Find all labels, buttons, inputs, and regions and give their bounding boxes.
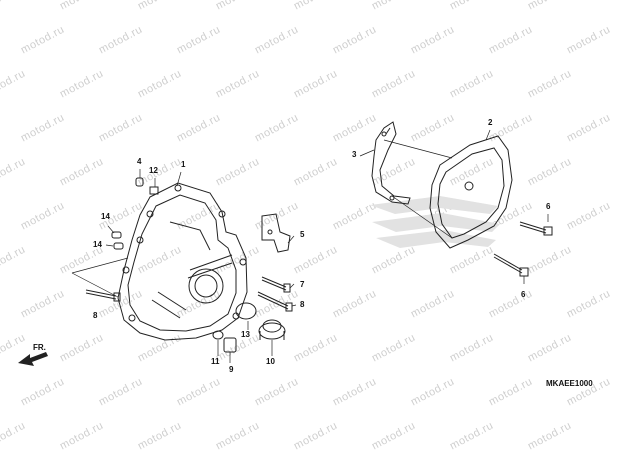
- callout-7: 7: [300, 280, 305, 289]
- leader-lines-left: [71, 169, 297, 363]
- leader-lines-right: [359, 129, 549, 284]
- honda-wing-logo: [370, 196, 500, 248]
- callout-8-right: 8: [300, 300, 305, 309]
- callout-5: 5: [300, 230, 305, 239]
- callout-13: 13: [241, 330, 250, 339]
- callout-4: 4: [137, 157, 142, 166]
- callout-6-upper: 6: [546, 202, 551, 211]
- callout-11: 11: [211, 357, 220, 366]
- callout-1: 1: [181, 160, 186, 169]
- right-cover-parts: [371, 121, 553, 277]
- callout-12: 12: [149, 166, 158, 175]
- callout-6-lower: 6: [521, 290, 526, 299]
- callout-9: 9: [229, 365, 234, 374]
- front-direction-arrow: [18, 352, 48, 366]
- direction-label: FR.: [33, 343, 46, 352]
- callout-2: 2: [488, 118, 493, 127]
- diagram-code: MKAEE1000: [546, 379, 593, 388]
- left-crankcase-cover: [117, 182, 248, 341]
- callout-3: 3: [352, 150, 357, 159]
- small-parts-left: [85, 177, 293, 353]
- callout-10: 10: [266, 357, 275, 366]
- callout-14-lower: 14: [93, 240, 102, 249]
- callout-8-left: 8: [93, 311, 98, 320]
- callout-14-upper: 14: [101, 212, 110, 221]
